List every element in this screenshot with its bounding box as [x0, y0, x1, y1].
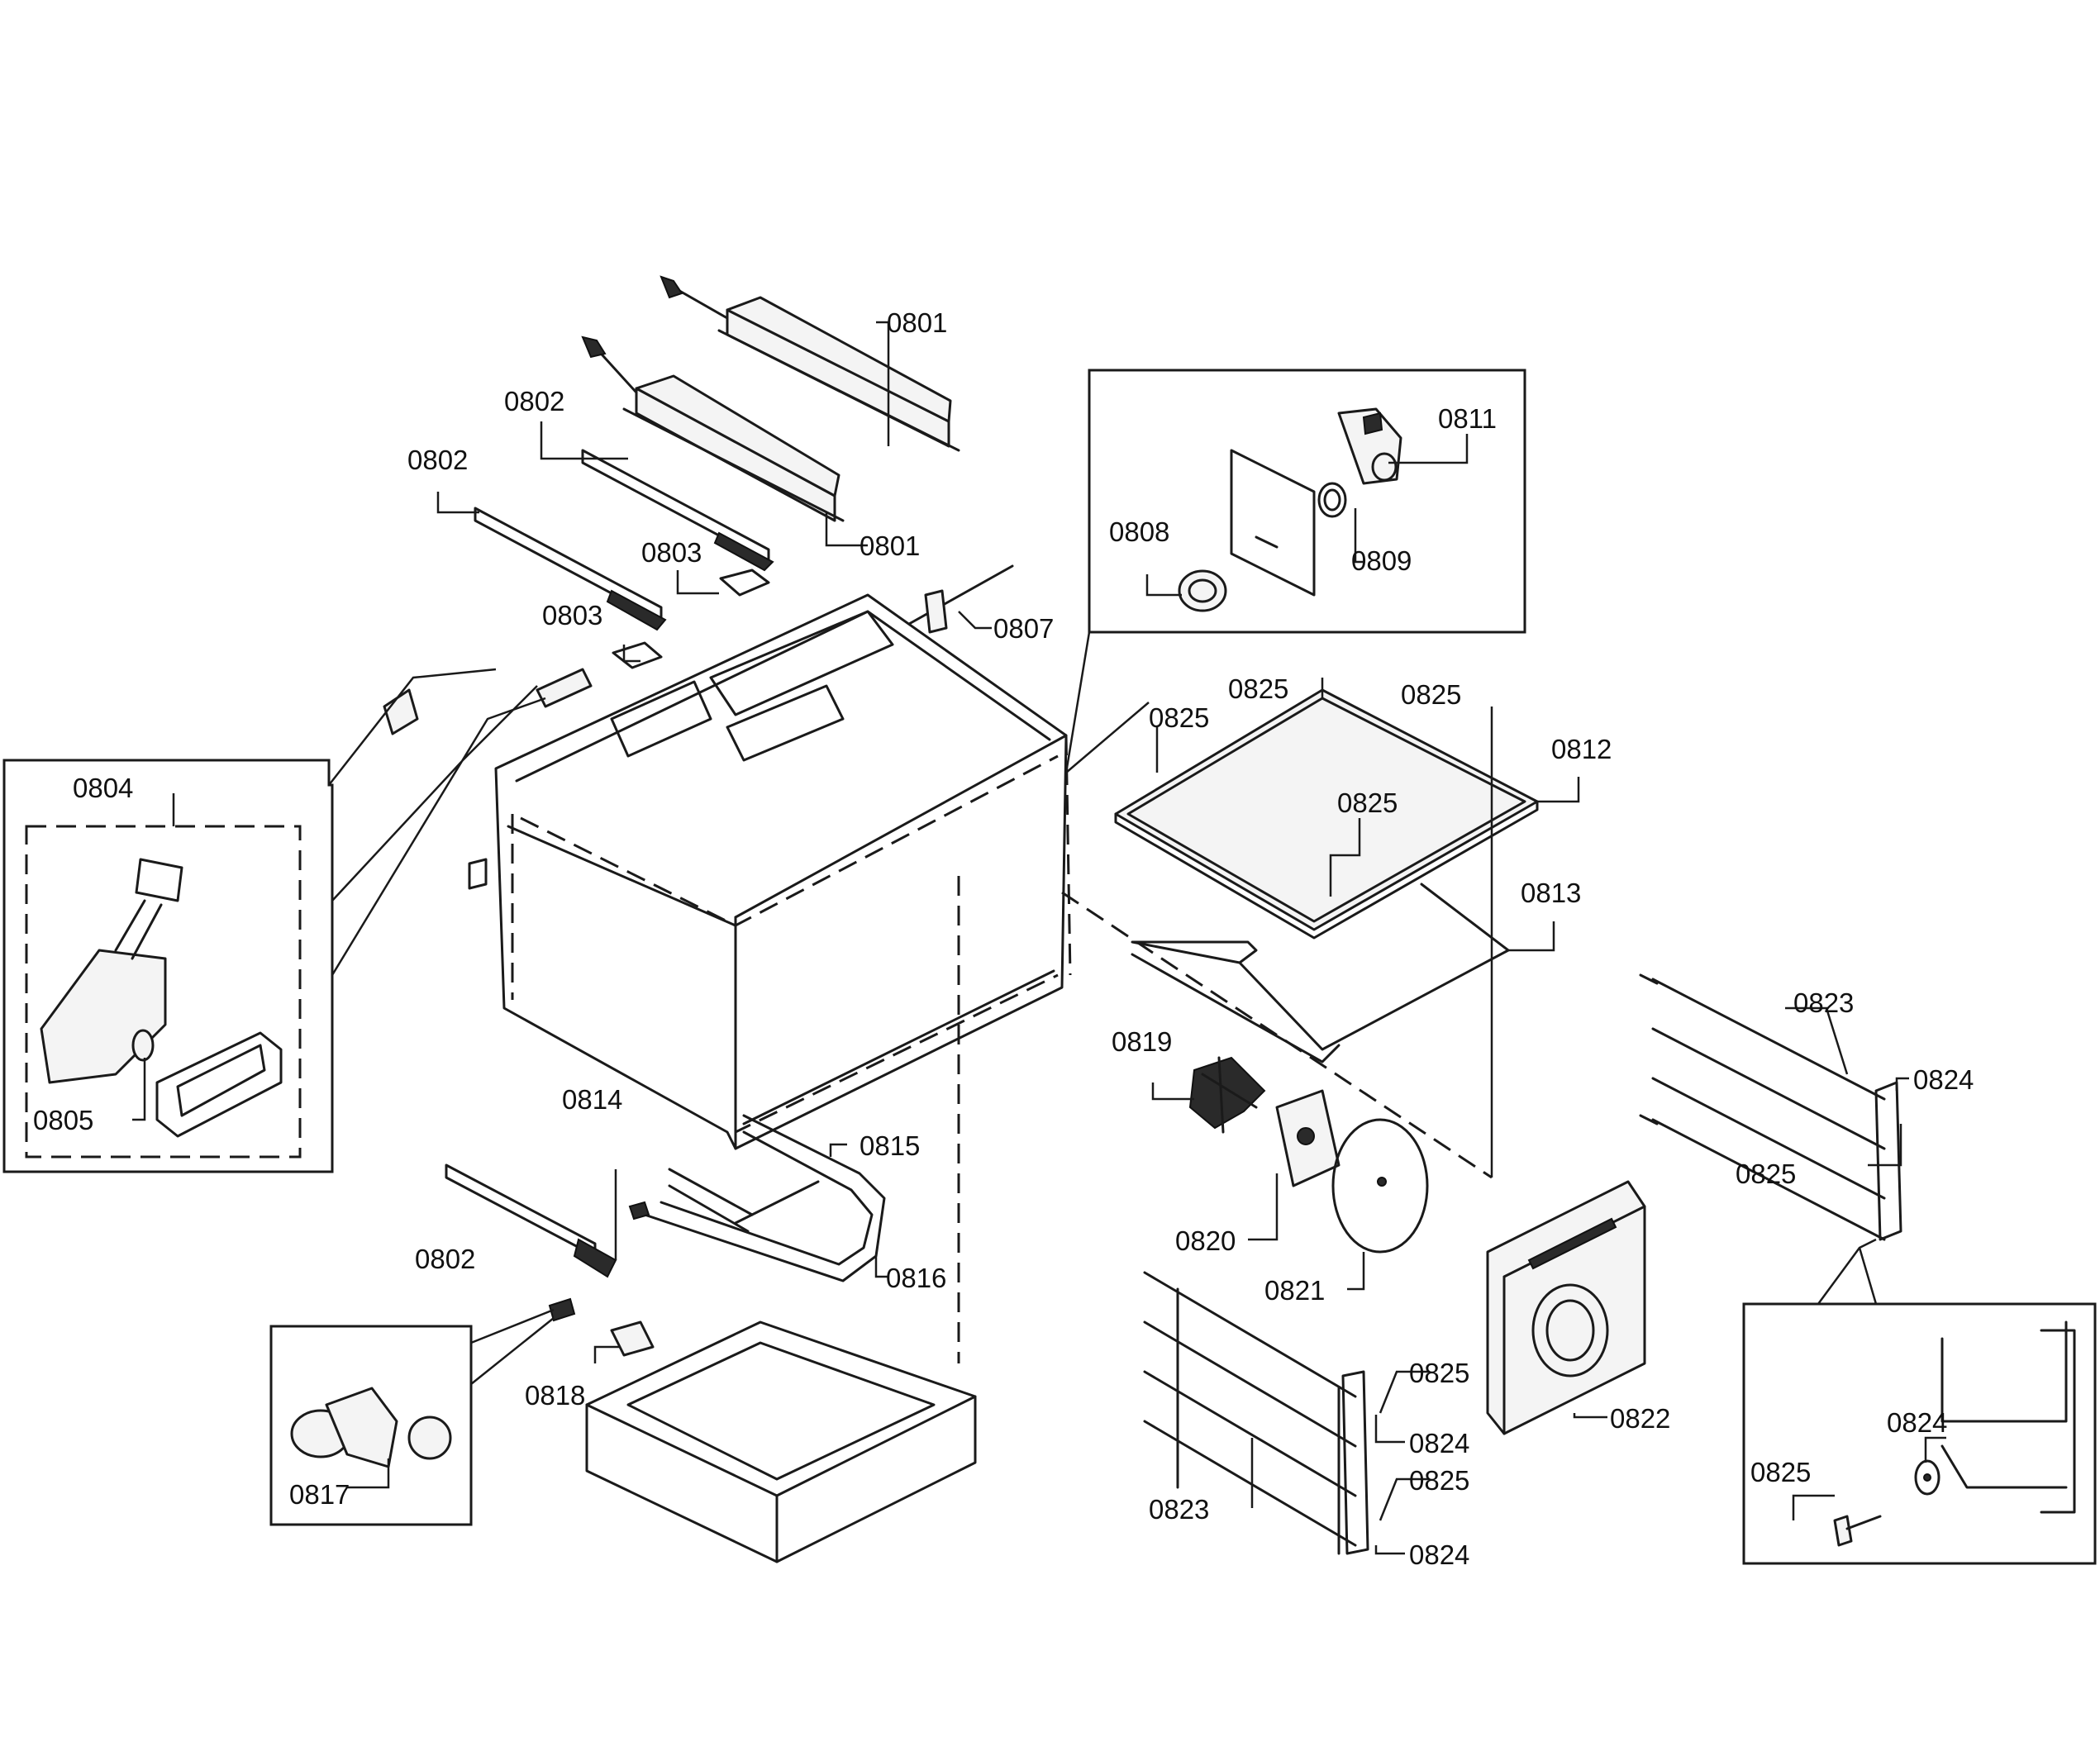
- oven-cavity: [468, 593, 1072, 1363]
- callout-0802-middle: 0802: [407, 445, 468, 475]
- clip-upper: [719, 569, 770, 597]
- callout-0823-right: 0823: [1793, 987, 1854, 1018]
- callout-0824-rack-left-lower: 0824: [1409, 1539, 1469, 1570]
- screw-line-diagonal: [1061, 891, 1493, 1179]
- thermostat: [1337, 407, 1402, 485]
- drain-fitting: [548, 1297, 576, 1322]
- drain-connector: [610, 1320, 655, 1357]
- detail-frame-elbow: [269, 1325, 473, 1526]
- callout-labels: 0801 0801 0802 0802 0802 0803 0803 0804 …: [33, 307, 1974, 1570]
- detail-frame-thermostat: [1088, 369, 1526, 634]
- callout-0807: 0807: [993, 613, 1054, 644]
- callout-0822: 0822: [1610, 1403, 1670, 1434]
- detail-frame-rack-fastener: [1742, 1302, 2097, 1565]
- callout-0813: 0813: [1521, 878, 1581, 908]
- fan-cover-plate: [1331, 1118, 1429, 1254]
- fan-wheel: [1188, 1056, 1266, 1134]
- callout-0823-left: 0823: [1149, 1494, 1209, 1525]
- callout-0802-bottom: 0802: [415, 1244, 475, 1274]
- insulation-plate: [1131, 883, 1510, 1063]
- callout-0803-lower: 0803: [542, 600, 602, 630]
- callout-0814: 0814: [562, 1084, 622, 1115]
- fan-motor-bracket: [1275, 1089, 1340, 1187]
- seal-ring: [1178, 569, 1227, 612]
- callout-0825-detail: 0825: [1750, 1457, 1811, 1487]
- light-bulb: [131, 1029, 155, 1062]
- callout-0801-lower: 0801: [860, 531, 920, 561]
- callout-0812: 0812: [1551, 734, 1612, 764]
- clip-lower: [612, 641, 663, 669]
- callout-0801-upper: 0801: [887, 307, 947, 338]
- callout-0817: 0817: [289, 1479, 350, 1510]
- callout-0824-rack-left-upper: 0824: [1409, 1428, 1469, 1458]
- convection-fan-housing: [1486, 1180, 1646, 1435]
- callout-0825-top-center: 0825: [1228, 673, 1288, 704]
- callout-0809: 0809: [1351, 545, 1412, 576]
- rack-left: [1143, 1271, 1369, 1555]
- screw: [1833, 1515, 1882, 1547]
- callout-0811: 0811: [1438, 403, 1497, 434]
- callout-0821: 0821: [1264, 1275, 1325, 1306]
- callout-0815: 0815: [860, 1130, 920, 1161]
- callout-0825-rack-right: 0825: [1736, 1159, 1796, 1189]
- callout-0825-top-left: 0825: [1149, 702, 1209, 733]
- callout-0824-detail: 0824: [1887, 1407, 1947, 1438]
- callout-0818: 0818: [525, 1380, 585, 1411]
- temperature-sensor: [907, 564, 1014, 634]
- callout-0825-top-right: 0825: [1401, 679, 1461, 710]
- gasket-ring: [1317, 482, 1347, 518]
- oven-light-assembly: [40, 858, 183, 1084]
- washer: [1914, 1459, 1940, 1496]
- leader-lines: [132, 321, 1946, 1555]
- detail-frame-light-dashed: [25, 825, 302, 1159]
- callout-0824-rack-right: 0824: [1913, 1064, 1974, 1095]
- thermostat-plate: [1230, 449, 1316, 597]
- callout-0803-upper: 0803: [641, 537, 702, 568]
- rack-right: [1639, 973, 1902, 1241]
- light-socket-lower: [536, 668, 593, 708]
- callout-0816: 0816: [886, 1263, 946, 1293]
- callout-0825-rack-left-lower: 0825: [1409, 1465, 1469, 1496]
- light-socket-upper: [383, 688, 419, 735]
- bottom-tray: [585, 1320, 977, 1563]
- callout-0805: 0805: [33, 1105, 93, 1135]
- heating-element-lower: [581, 335, 845, 522]
- callout-0808: 0808: [1109, 516, 1169, 547]
- callout-0802-top: 0802: [504, 386, 564, 416]
- lower-element-connector: [628, 1201, 650, 1220]
- callout-0825-rack-left-upper: 0825: [1409, 1358, 1469, 1388]
- callout-0825-cover-center: 0825: [1337, 787, 1398, 818]
- callout-0820: 0820: [1175, 1225, 1236, 1256]
- light-lens: [155, 1031, 283, 1138]
- bake-element: [643, 1114, 886, 1282]
- detail-frame-light-assembly: [2, 759, 334, 1173]
- heating-element-upper: [660, 275, 960, 452]
- callout-0819: 0819: [1112, 1026, 1172, 1057]
- rack-fastener-detail: [1940, 1320, 2076, 1514]
- lower-element-bracket: [445, 1163, 617, 1278]
- callout-0804: 0804: [73, 773, 133, 803]
- drain-elbow: [290, 1387, 452, 1468]
- element-bracket-lower: [474, 507, 667, 631]
